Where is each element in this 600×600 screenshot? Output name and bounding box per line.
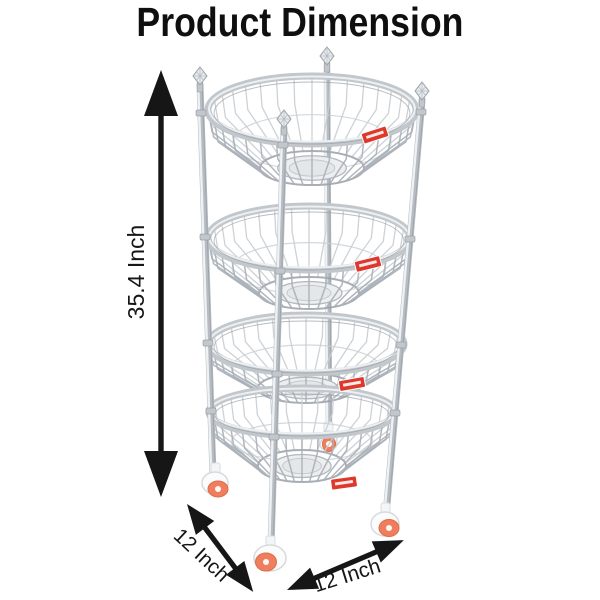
width-dimension-label: 12 Inch bbox=[311, 554, 384, 597]
height-dimension-label: 35.4 Inch bbox=[123, 225, 149, 320]
caster-wheels bbox=[201, 462, 400, 572]
height-dimension: 35.4 Inch bbox=[123, 70, 178, 497]
width-arrow-shaft bbox=[310, 548, 381, 582]
width-arrow bbox=[287, 540, 404, 590]
page-title: Product Dimension bbox=[0, 0, 600, 45]
depth-arrow-shaft bbox=[201, 523, 240, 573]
width-dimension: 12 Inch bbox=[287, 540, 404, 597]
brand-tag bbox=[360, 125, 390, 145]
depth-arrow bbox=[187, 504, 254, 592]
depth-dimension: 12 Inch bbox=[169, 504, 254, 592]
caster-wheel bbox=[253, 535, 287, 572]
basket-near-wires bbox=[207, 109, 417, 185]
arrow-head-icon bbox=[187, 504, 215, 535]
brand-tag bbox=[353, 255, 383, 273]
arrow-head-icon bbox=[371, 540, 404, 563]
support-poles bbox=[192, 66, 430, 550]
finial-knob-icon bbox=[319, 46, 335, 73]
basket-trolley bbox=[192, 46, 430, 572]
caster-wheel bbox=[370, 502, 400, 537]
caster-wheel bbox=[201, 462, 229, 498]
brand-tag bbox=[330, 475, 358, 491]
brand-tags bbox=[330, 125, 390, 491]
arrow-head-icon bbox=[225, 560, 254, 592]
basket-tier-4 bbox=[205, 384, 399, 483]
arrow-up-head-icon bbox=[144, 70, 178, 116]
finial-knob-icon bbox=[414, 81, 430, 108]
finial-knob-icon bbox=[192, 66, 208, 93]
right-pole-tube bbox=[382, 96, 426, 520]
basket-tier-1 bbox=[204, 72, 420, 186]
finial-knob-icon bbox=[276, 109, 292, 136]
arrow-head-icon bbox=[287, 567, 320, 590]
arrow-down-head-icon bbox=[144, 451, 178, 497]
front-pole-tube bbox=[267, 124, 288, 550]
page-title-text: Product Dimension bbox=[136, 0, 464, 45]
brand-tag bbox=[337, 376, 367, 392]
